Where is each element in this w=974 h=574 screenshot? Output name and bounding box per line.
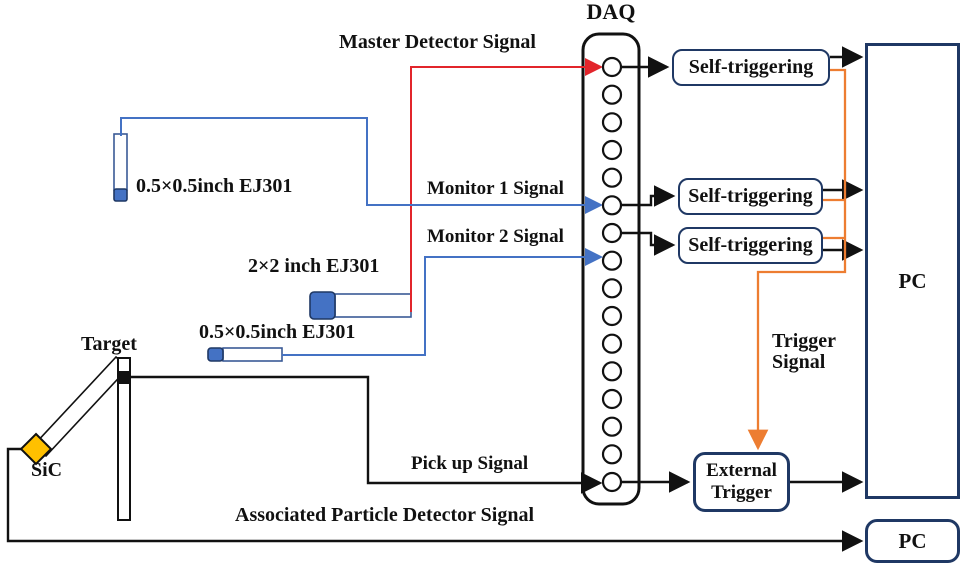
detector-small-1-body xyxy=(113,133,128,191)
daq-channel-6 xyxy=(601,195,623,216)
pickup-signal-label: Pick up Signal xyxy=(411,453,529,474)
daq-channel-4 xyxy=(601,139,623,161)
target-bar xyxy=(117,357,131,521)
target-sample-spot xyxy=(117,371,131,384)
trigger-signal-label: Trigger Signal xyxy=(772,330,836,373)
monitor1-signal-wire xyxy=(120,117,603,214)
self-triggering-2-label: Self-triggering xyxy=(688,185,813,207)
master-detector-signal-wire xyxy=(410,58,603,312)
daq-channel-9 xyxy=(601,278,623,299)
detector-large-pmt xyxy=(309,291,336,320)
daq-channel-1 xyxy=(601,56,623,78)
sic-detector-diamond xyxy=(19,432,53,466)
monitor2-signal-wire xyxy=(282,248,603,356)
daq-channel-16 xyxy=(601,471,623,493)
detector-small-2-body xyxy=(222,347,283,362)
daq-channel-7 xyxy=(601,222,623,244)
sic-label: SiC xyxy=(31,459,63,481)
pc-secondary-label: PC xyxy=(898,528,927,553)
daq-channel-8 xyxy=(601,250,623,271)
detector-small-2-label: 0.5×0.5inch EJ301 xyxy=(199,321,356,343)
pc-main-label: PC xyxy=(898,268,927,293)
daq-channel-11 xyxy=(601,333,623,354)
self-triggering-3-label: Self-triggering xyxy=(688,234,813,256)
pc-main-box: PC xyxy=(865,43,960,499)
associated-particle-signal-label: Associated Particle Detector Signal xyxy=(235,504,534,526)
monitor2-signal-label: Monitor 2 Signal xyxy=(427,226,564,247)
detector-large-body xyxy=(334,293,412,318)
self-triggering-1-box: Self-triggering xyxy=(672,49,830,86)
detector-small-1-label: 0.5×0.5inch EJ301 xyxy=(136,175,293,197)
daq-channel-15 xyxy=(601,444,623,465)
detector-small-1-pmt xyxy=(113,188,128,202)
pc-secondary-box: PC xyxy=(865,519,960,563)
daq-channel-5 xyxy=(601,167,623,188)
daq-channel-13 xyxy=(601,388,623,410)
external-trigger-box: External Trigger xyxy=(693,452,790,512)
monitor1-signal-label: Monitor 1 Signal xyxy=(427,178,564,199)
daq-channel-14 xyxy=(601,416,623,437)
self-triggering-3-box: Self-triggering xyxy=(678,227,823,264)
daq-channel-3 xyxy=(601,112,623,133)
pickup-signal-wire xyxy=(130,375,603,494)
daq-ch6-to-self-triggering-2-wire xyxy=(622,185,676,207)
daq-channel-2 xyxy=(601,84,623,105)
master-detector-signal-label: Master Detector Signal xyxy=(339,31,536,53)
self-triggering-2-box: Self-triggering xyxy=(678,178,823,215)
target-label: Target xyxy=(81,333,137,355)
daq-channel-12 xyxy=(601,361,623,382)
external-trigger-label: External Trigger xyxy=(706,460,777,503)
daq-channel-10 xyxy=(601,305,623,327)
daq-channel-circles xyxy=(601,56,623,493)
self-triggering-1-label: Self-triggering xyxy=(688,56,814,78)
detector-large-label: 2×2 inch EJ301 xyxy=(248,255,380,277)
daq-title: DAQ xyxy=(586,0,636,24)
detector-small-2-pmt xyxy=(207,347,224,362)
trigger-signal-wire xyxy=(747,68,847,451)
collimator-tube xyxy=(32,355,130,458)
daq-ch7-to-self-triggering-3-wire xyxy=(622,231,676,256)
associated-particle-signal-wire xyxy=(6,447,864,552)
